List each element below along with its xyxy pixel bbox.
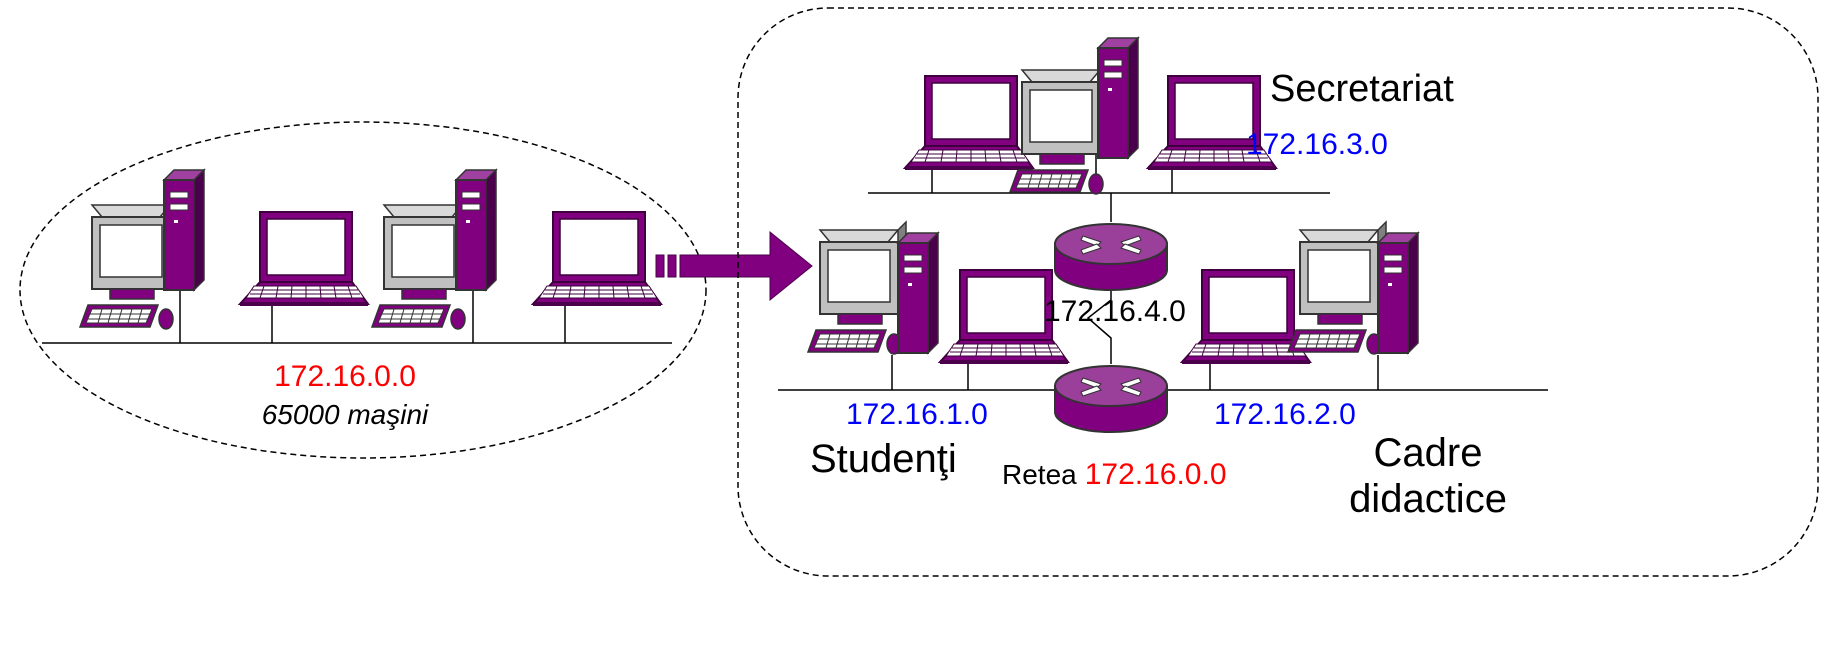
right-network-address: 172.16.0.0 — [1085, 458, 1227, 491]
laptop-icon — [239, 211, 369, 307]
right-network-boundary — [737, 7, 1819, 577]
left-machines-caption: 65000 maşini — [262, 399, 429, 430]
right-network-prefix: Retea — [1002, 459, 1077, 490]
secretariat-label: Secretariat — [1270, 68, 1454, 110]
staff-subnet: 172.16.2.0 — [1214, 398, 1356, 431]
laptop-icon — [532, 211, 662, 307]
staff-label-line2: didactice — [1349, 477, 1507, 521]
server-tower-icon — [163, 169, 205, 291]
laptop-icon — [904, 75, 1034, 171]
server-tower-icon — [897, 232, 939, 354]
staff-label-line1: Cadre — [1374, 431, 1483, 475]
secretariat-subnet: 172.16.3.0 — [1246, 128, 1388, 161]
students-label: Studenţi — [810, 437, 957, 481]
router-icon — [1054, 365, 1168, 433]
router-link-subnet: 172.16.4.0 — [1044, 295, 1186, 328]
desktop-pc-icon — [807, 221, 907, 355]
students-subnet: 172.16.1.0 — [846, 398, 988, 431]
router-icon — [1054, 223, 1168, 291]
desktop-pc-icon — [1009, 61, 1109, 195]
server-tower-icon — [455, 169, 497, 291]
left-network-boundary — [19, 121, 707, 459]
left-network-address: 172.16.0.0 — [274, 360, 416, 393]
server-tower-icon — [1097, 37, 1139, 159]
right-network-caption: Retea 172.16.0.0 — [1002, 458, 1227, 491]
desktop-pc-icon — [1287, 221, 1387, 355]
arrow-icon — [655, 230, 813, 302]
server-tower-icon — [1377, 232, 1419, 354]
